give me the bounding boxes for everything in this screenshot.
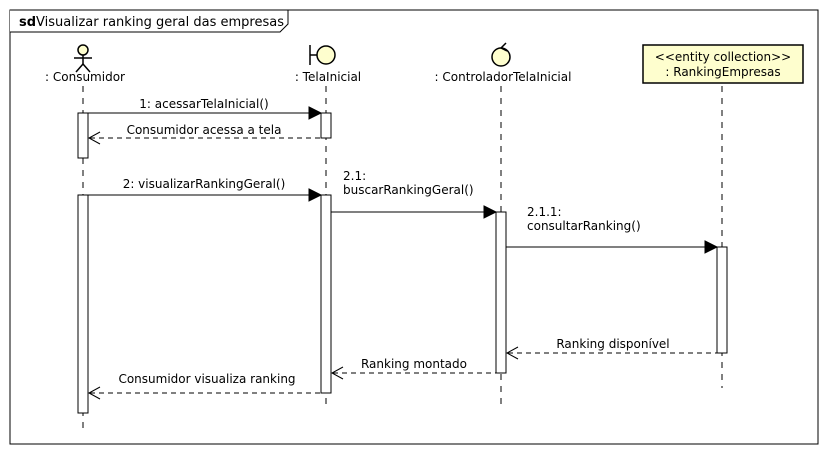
return-1-arrowhead xyxy=(87,131,101,145)
activation-telainicial-1 xyxy=(320,112,332,139)
activation-consumidor-1 xyxy=(77,112,89,159)
control-icon xyxy=(491,42,511,67)
message-1-arrowhead xyxy=(308,106,323,120)
frame-keyword: sd xyxy=(19,15,36,30)
return-2-label: Consumidor visualiza ranking xyxy=(118,372,295,386)
participant-label-telainicial: : TelaInicial xyxy=(295,70,361,84)
message-2-1-1-label-line1: 2.1.1: xyxy=(527,205,562,219)
diagram-frame xyxy=(9,9,819,445)
return-2-1-label: Ranking montado xyxy=(361,357,467,371)
return-2-1-1-label: Ranking disponível xyxy=(556,337,669,351)
activation-consumidor-2 xyxy=(77,194,89,414)
return-2-1-arrowhead xyxy=(330,366,344,380)
frame-title: sdVisualizar ranking geral das empresas xyxy=(19,15,284,30)
activation-controlador xyxy=(495,211,507,374)
frame-title-tab xyxy=(10,9,289,33)
message-1-label: 1: acessarTelaInicial() xyxy=(139,97,268,111)
participant-label-consumidor: : Consumidor xyxy=(45,70,125,84)
participant-label-ranking: : RankingEmpresas xyxy=(665,65,780,79)
activation-telainicial-2 xyxy=(320,194,332,394)
message-2-1-1-label-line2: consultarRanking() xyxy=(527,219,641,233)
message-2-1-label-line2: buscarRankingGeral() xyxy=(343,183,474,197)
frame-title-text: Visualizar ranking geral das empresas xyxy=(36,15,284,30)
message-2-1-label-line1: 2.1: xyxy=(343,169,366,183)
message-2-1-1-arrowhead xyxy=(704,240,719,254)
actor-icon xyxy=(74,44,92,73)
participant-stereotype-ranking: <<entity collection>> xyxy=(655,50,791,64)
message-2-1-arrowhead xyxy=(483,205,498,219)
participant-label-controlador: : ControladorTelaInicial xyxy=(435,70,572,84)
message-2-arrowhead xyxy=(308,188,323,202)
return-2-arrowhead xyxy=(87,386,101,400)
activation-ranking xyxy=(716,246,728,354)
message-2-label: 2: visualizarRankingGeral() xyxy=(123,177,286,191)
entity-box xyxy=(642,44,804,84)
return-2-1-1-arrowhead xyxy=(505,346,519,360)
boundary-icon xyxy=(309,45,336,65)
return-1-label: Consumidor acessa a tela xyxy=(127,123,282,137)
